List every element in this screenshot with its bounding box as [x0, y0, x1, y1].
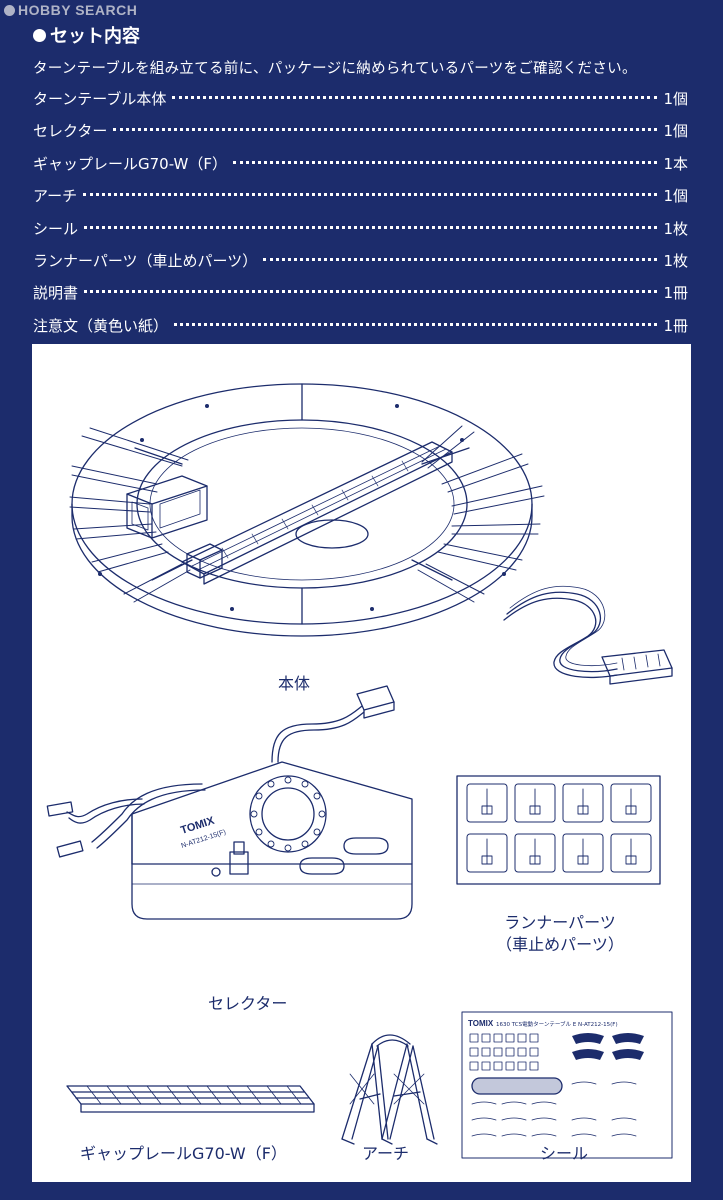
section-title-text: セット内容 [50, 26, 140, 47]
list-item: アーチ 1個 [33, 185, 688, 217]
part-name: アーチ [33, 187, 78, 206]
dotted-leader [172, 96, 658, 99]
turntable-caption: 本体 [278, 674, 311, 693]
hobby-search-logo-icon [4, 5, 15, 16]
turntable-illustration [69, 383, 673, 685]
list-item: セレクター 1個 [33, 120, 688, 152]
arch-caption: アーチ [362, 1144, 410, 1163]
list-item: ターンテーブル本体 1個 [33, 88, 688, 120]
list-item: ランナーパーツ（車止めパーツ） 1枚 [33, 250, 688, 282]
sticker-caption: シール [540, 1144, 589, 1163]
gap-rail-illustration [66, 1085, 315, 1113]
selector-illustration: TOMIX N-AT212-15(F) [46, 685, 413, 920]
section-title: セット内容 [33, 22, 140, 48]
dotted-leader [84, 290, 658, 294]
dotted-leader [263, 257, 658, 261]
part-name: ランナーパーツ（車止めパーツ） [33, 251, 258, 270]
runner-parts-caption: ランナーパーツ （車止めパーツ） [470, 912, 650, 956]
dotted-leader [174, 322, 658, 326]
watermark-text: HOBBY SEARCH [18, 2, 138, 18]
part-quantity: 1枚 [663, 219, 688, 238]
part-name: セレクター [33, 122, 108, 141]
list-item: 説明書 1冊 [33, 282, 688, 314]
dotted-leader [84, 225, 658, 229]
part-name: ターンテーブル本体 [33, 90, 167, 108]
dotted-leader [83, 193, 658, 197]
intro-text: ターンテーブルを組み立てる前に、パッケージに納められているパーツをご確認ください… [33, 61, 637, 77]
part-quantity: 1冊 [663, 284, 688, 303]
dotted-leader [113, 128, 658, 132]
list-item: 注意文（黄色い紙） 1冊 [33, 315, 688, 347]
part-quantity: 1枚 [663, 251, 688, 270]
part-name: シール [33, 219, 79, 238]
part-quantity: 1冊 [663, 316, 688, 335]
bullet-icon [33, 29, 46, 42]
list-item: シール 1枚 [33, 218, 688, 250]
part-quantity: 1個 [663, 187, 688, 206]
list-item: ギャップレールG70-W（F） 1本 [33, 153, 688, 185]
illustration-panel: TOMIX N-AT212-15(F) [32, 344, 691, 1182]
arch-illustration [341, 1034, 438, 1145]
part-name: 注意文（黄色い紙） [33, 316, 169, 335]
part-name: 説明書 [33, 284, 79, 303]
gap-rail-caption: ギャップレールG70-W（F） [80, 1144, 287, 1163]
selector-caption: セレクター [208, 994, 288, 1013]
dotted-leader [232, 160, 658, 164]
sticker-brand-label: TOMIX [468, 1019, 494, 1028]
part-quantity: 1個 [663, 122, 688, 141]
sticker-title-label: 1630 TCS電動ターンテーブル E N-AT212-15(F) [496, 1020, 618, 1028]
parts-illustrations: TOMIX N-AT212-15(F) [46, 383, 673, 1159]
part-quantity: 1個 [663, 90, 688, 108]
runner-parts-illustration [456, 775, 661, 885]
runner-parts-caption-line1: ランナーパーツ [504, 913, 616, 932]
runner-parts-caption-line2: （車止めパーツ） [496, 935, 624, 954]
part-quantity: 1本 [663, 154, 688, 173]
parts-list: ターンテーブル本体 1個 セレクター 1個 ギャップレールG70-W（F） 1本 アー… [33, 88, 688, 347]
sticker-sheet-illustration: TOMIX 1630 TCS電動ターンテーブル E N-AT212-15(F) [461, 1011, 673, 1159]
watermark-logo: HOBBY SEARCH [4, 2, 137, 18]
part-name: ギャップレールG70-W（F） [33, 154, 227, 173]
